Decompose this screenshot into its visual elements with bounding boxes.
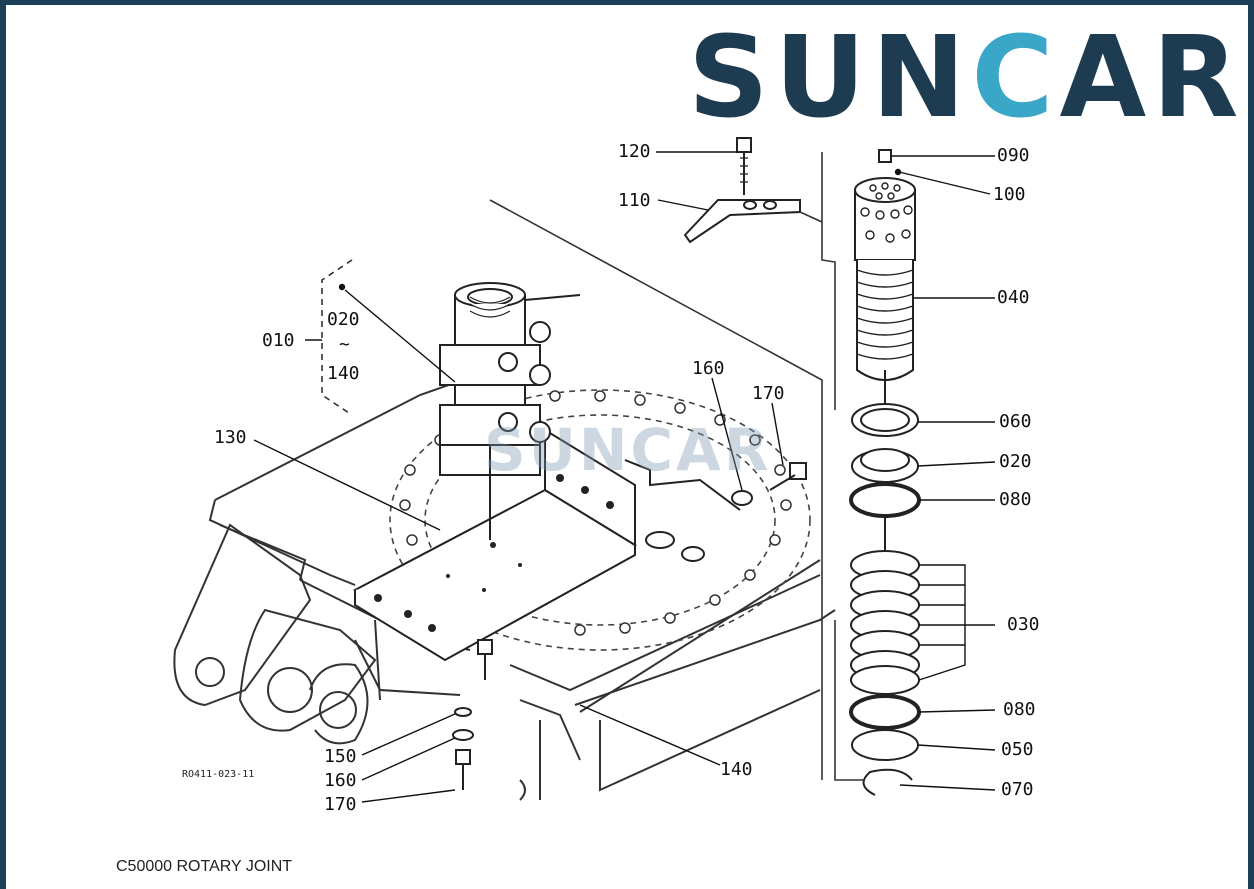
suncar-watermark: SUNCAR: [484, 416, 772, 484]
diagram-frame: [6, 5, 1248, 889]
callout-060: 060: [999, 411, 1032, 432]
callout-080-lower: 080: [1003, 699, 1036, 720]
callout-030: 030: [1007, 614, 1040, 635]
callout-050: 050: [1001, 739, 1034, 760]
callout-090: 090: [997, 145, 1030, 166]
exploded-guide-lines: [489, 152, 865, 781]
callout-010: 010: [262, 330, 295, 351]
callout-140-range-end: 140: [327, 363, 360, 384]
callout-110: 110: [618, 190, 651, 211]
callout-120: 120: [618, 141, 651, 162]
callout-130: 130: [214, 427, 247, 448]
figure-caption: C50000 ROTARY JOINT: [116, 858, 293, 875]
callout-160-upper: 160: [692, 358, 725, 379]
callout-070: 070: [1001, 779, 1034, 800]
callout-170-lower: 170: [324, 794, 357, 815]
callout-020: 020: [999, 451, 1032, 472]
mounting-plate: [352, 428, 741, 662]
callout-160-lower: 160: [324, 770, 357, 791]
callout-range-separator: ~: [339, 334, 350, 355]
bracket-and-bolts: [452, 137, 807, 790]
callout-170-upper: 170: [752, 383, 785, 404]
drawing-code: RO411-023-11: [182, 769, 255, 780]
callout-080-upper: 080: [999, 489, 1032, 510]
callout-040: 040: [997, 287, 1030, 308]
rotary-joint-body: [439, 282, 581, 540]
spindle-stack: [849, 149, 921, 796]
chassis-frame: [173, 359, 836, 801]
range-bracket: [321, 259, 353, 416]
callout-150: 150: [324, 746, 357, 767]
leader-lines: [253, 151, 996, 803]
callout-140: 140: [720, 759, 753, 780]
callout-020-range-start: 020: [327, 309, 360, 330]
suncar-logo: SUNCAR: [688, 13, 1245, 143]
callout-100: 100: [993, 184, 1026, 205]
